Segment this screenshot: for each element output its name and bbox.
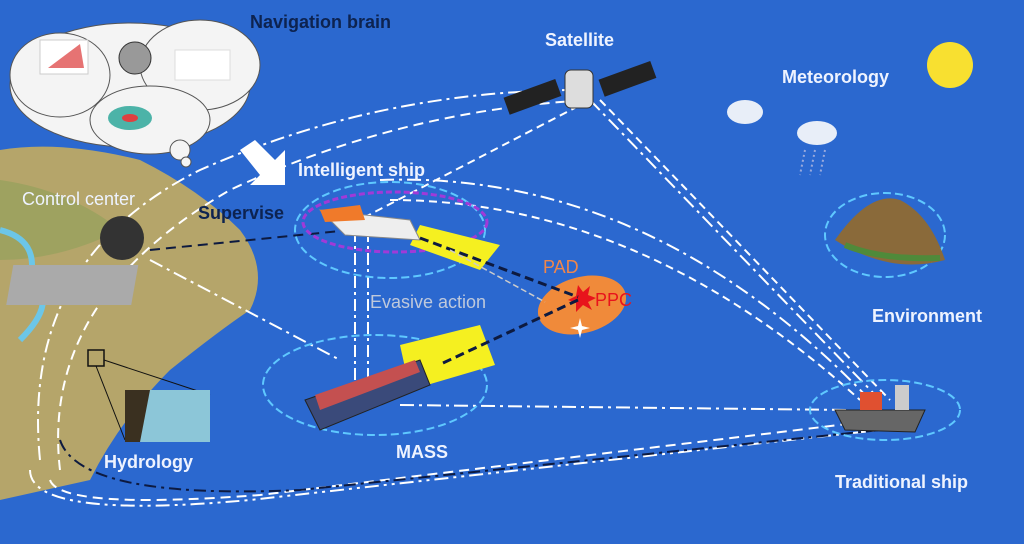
hydrology-label: Hydrology — [104, 452, 194, 472]
meteorology-label: Meteorology — [782, 67, 890, 87]
brain-gear-icon — [118, 41, 152, 75]
brain-to-ship-arrow-icon — [240, 140, 285, 185]
navigation-brain-label: Navigation brain — [250, 12, 392, 32]
sparkle-icon — [570, 318, 590, 338]
environment-ring — [824, 192, 946, 278]
evasive-action-arrow — [449, 249, 546, 303]
sun-icon — [927, 42, 973, 88]
evasive-action-label: Evasive action — [370, 292, 487, 312]
control-center-label: Control center — [22, 189, 136, 209]
intelligent-ship-label: Intelligent ship — [298, 160, 426, 180]
traditional-ship-label: Traditional ship — [835, 472, 969, 492]
radar-dish-icon — [100, 216, 144, 260]
communication-links — [29, 89, 891, 507]
network-thumbnail — [174, 49, 231, 81]
mass-range — [262, 334, 488, 436]
ppc-label: PPC — [595, 290, 633, 310]
cloud-snow-icon — [727, 100, 763, 124]
ship-domain-ring — [301, 190, 489, 254]
environment-label: Environment — [872, 306, 983, 326]
traditional-ship-range — [809, 379, 961, 441]
collision-paths — [419, 236, 579, 365]
supervise-label: Supervise — [198, 203, 285, 223]
land-shade — [0, 180, 120, 260]
ppc-burst-icon — [568, 285, 596, 312]
traditional-ship-icon — [834, 409, 926, 433]
mass-label: MASS — [396, 442, 449, 462]
cloud-rain-icon — [797, 121, 837, 145]
satellite-label: Satellite — [545, 30, 615, 50]
pad-label: PAD — [543, 257, 579, 277]
satellite-icon — [503, 60, 657, 115]
intelligent-ship-range — [294, 181, 486, 279]
control-center-building — [6, 265, 139, 305]
